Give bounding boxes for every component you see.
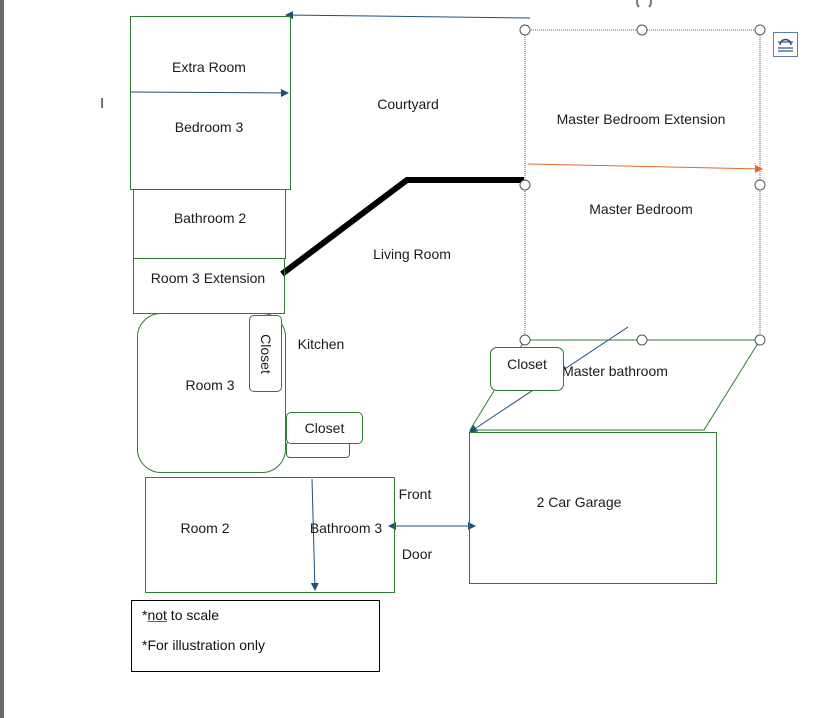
window-left-edge [0,0,4,718]
arrow-bedroom-3 [129,88,289,97]
closet-vertical-label: Closet [257,333,274,374]
master-bedroom-frame[interactable] [524,29,761,341]
closet-master-label: Closet [507,356,547,372]
resize-handle-w[interactable] [519,179,531,191]
wall-line [280,177,524,277]
arrow-top-courtyard [285,11,531,20]
bedroom-3-label: Bedroom 3 [174,119,244,135]
closet-master[interactable]: Closet [490,347,564,391]
resize-handle-ne[interactable] [754,24,766,36]
garage-box[interactable] [469,432,717,584]
closet-kitchen[interactable]: Closet [286,412,363,444]
master-bathroom-label: Master bathroom [562,363,668,379]
stray-character: l [100,95,104,111]
front-label: Front [398,486,432,502]
note-line-1: *not to scale [142,607,220,623]
kitchen-label: Kitchen [297,336,345,352]
room-3-extension-box[interactable] [133,258,285,314]
resize-handle-sw[interactable] [519,334,531,346]
bathroom-2-label: Bathroom 2 [173,210,247,226]
master-bathroom-shape[interactable] [469,339,761,431]
note-underlined-word: not [147,607,167,623]
resize-handle-nw[interactable] [519,24,531,36]
resize-handle-s[interactable] [636,334,648,346]
room-3-extension-label: Room 3 Extension [150,270,266,286]
bathroom-3-label: Bathroom 3 [309,520,383,536]
scale-note-box[interactable]: *not to scale *For illustration only [131,600,380,672]
layout-options-button[interactable] [773,32,798,57]
closet-kitchen-label: Closet [304,420,345,436]
arrow-bathroom-3 [310,478,319,591]
layout-options-icon [778,38,793,52]
room-2-label: Room 2 [180,520,230,536]
resize-handle-e[interactable] [754,179,766,191]
resize-handle-se[interactable] [754,334,766,346]
garage-label: 2 Car Garage [536,494,622,510]
door-label: Door [401,546,433,562]
rotate-handle-icon[interactable] [636,0,652,10]
note-line-2: *For illustration only [142,637,265,653]
resize-handle-n[interactable] [636,24,648,36]
room-3-box[interactable] [137,313,286,473]
living-room-label: Living Room [373,246,451,262]
master-bedroom-extension-label: Master Bedroom Extension [556,111,726,127]
room-3-label: Room 3 [185,377,235,393]
master-bedroom-label: Master Bedroom [589,201,693,217]
arrow-master-bedroom [527,163,763,173]
courtyard-label: Courtyard [377,96,439,112]
extra-room-bedroom-3-box[interactable] [130,16,291,190]
extra-room-label: Extra Room [172,59,246,75]
closet-vertical[interactable]: Closet [249,315,282,392]
room-2-box[interactable] [145,477,395,593]
